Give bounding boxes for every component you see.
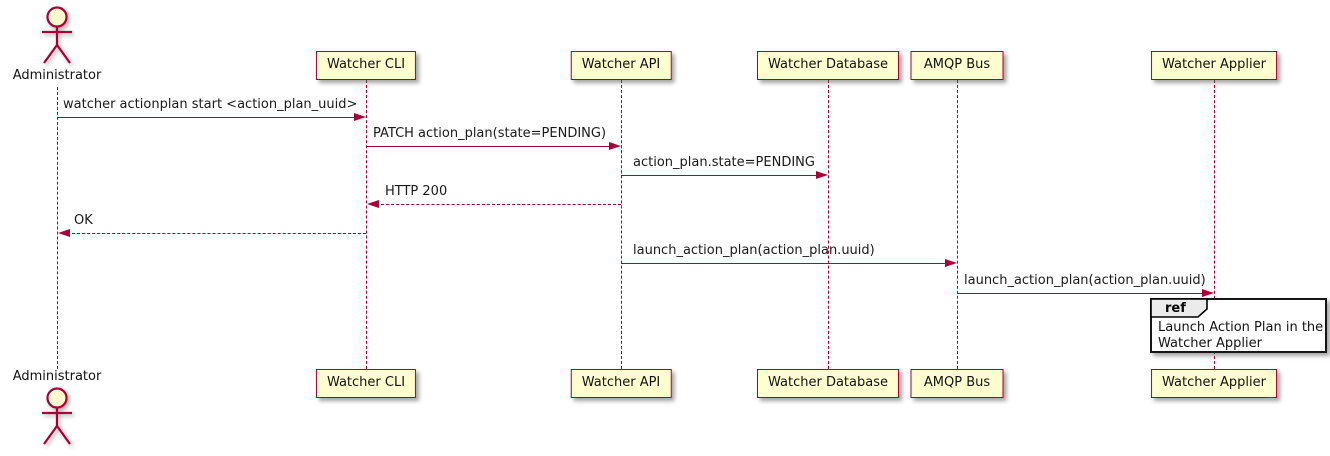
message-label: OK (74, 213, 93, 228)
lifeline-watcher-api (621, 80, 622, 369)
ref-tab-pentagon (1150, 298, 1208, 318)
participant-box-watcher-applier: Watcher Applier (1151, 51, 1277, 80)
message-arrowhead (816, 171, 828, 179)
participant-box-watcher-database: Watcher Database (757, 369, 899, 398)
message-line (376, 204, 621, 205)
actor-stickman-icon (42, 387, 72, 445)
participant-box-watcher-applier: Watcher Applier (1151, 369, 1277, 398)
message-line (621, 175, 818, 176)
message-label: watcher actionplan start <action_plan_uu… (63, 97, 358, 112)
participant-box-watcher-database: Watcher Database (757, 51, 899, 80)
lifeline-amqp-bus (957, 80, 958, 369)
message-label: HTTP 200 (385, 184, 448, 199)
lifeline-watcher-applier (1214, 80, 1215, 369)
message-line (957, 293, 1204, 294)
actor-stickman-icon (42, 6, 72, 64)
message-label: action_plan.state=PENDING (633, 155, 815, 170)
lifeline-watcher-cli (366, 80, 367, 369)
participant-box-amqp-bus: AMQP Bus (910, 369, 1004, 398)
ref-text-line: Watcher Applier (1158, 336, 1262, 351)
participant-box-amqp-bus: AMQP Bus (910, 51, 1004, 80)
message-label: launch_action_plan(action_plan.uuid) (633, 243, 875, 258)
message-line (57, 117, 356, 118)
message-label: launch_action_plan(action_plan.uuid) (964, 273, 1206, 288)
ref-keyword: ref (1165, 301, 1186, 316)
message-arrowhead (1202, 289, 1214, 297)
participant-box-watcher-api: Watcher API (570, 51, 672, 80)
participant-box-watcher-cli: Watcher CLI (315, 51, 417, 80)
lifeline-watcher-database (828, 80, 829, 369)
message-line (366, 146, 611, 147)
lifeline-administrator (57, 87, 58, 369)
actor-figure-top (35, 5, 79, 71)
participant-box-watcher-cli: Watcher CLI (315, 369, 417, 398)
message-line (621, 263, 947, 264)
ref-text-line: Launch Action Plan in the (1158, 320, 1324, 335)
message-label: PATCH action_plan(state=PENDING) (373, 126, 607, 141)
message-line (67, 233, 366, 234)
actor-figure-bottom (35, 386, 79, 452)
actor-label-top: Administrator (12, 68, 102, 83)
message-arrowhead (367, 200, 379, 208)
message-arrowhead (609, 142, 621, 150)
message-arrowhead (945, 259, 957, 267)
participant-box-watcher-api: Watcher API (570, 369, 672, 398)
message-arrowhead (354, 113, 366, 121)
message-arrowhead (58, 229, 70, 237)
actor-label-bottom: Administrator (12, 369, 102, 384)
